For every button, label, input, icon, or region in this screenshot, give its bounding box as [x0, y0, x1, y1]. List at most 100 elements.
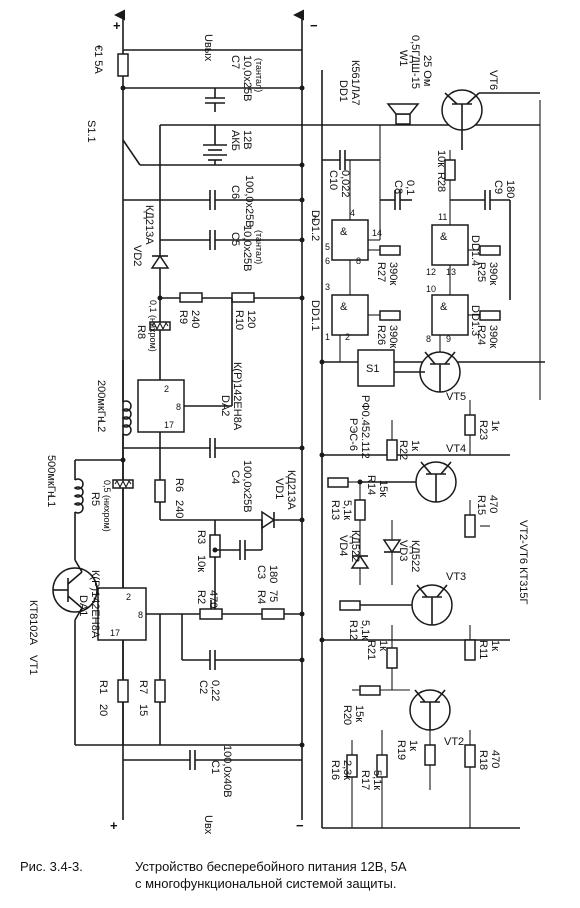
r2-ref: R2	[195, 590, 207, 604]
resistor-r28: R28 10к	[435, 150, 456, 192]
da2-value: К(Р)142ЕН8А	[231, 362, 243, 431]
vt5-ref: VT5	[446, 391, 466, 403]
vd1-ref: VD1	[273, 478, 285, 499]
resistor-r15: R15 470	[464, 495, 499, 538]
vt2-ref: VT2	[444, 736, 464, 748]
speaker-w1: W1 0,5ГДШ-15 25 Ом	[386, 35, 433, 125]
vt4-ref: VT4	[446, 443, 466, 455]
c5-value: 10,0x25B	[241, 225, 253, 271]
battery-value: 12B	[241, 130, 253, 150]
r6-value: 240	[173, 500, 185, 518]
vd3-ref: VD3	[397, 540, 409, 561]
c8-value: 0,1	[404, 180, 416, 195]
da2-ref: DA2	[219, 395, 231, 416]
r1-value: 20	[97, 704, 109, 716]
relay-code: РФ0.452.112	[359, 395, 371, 459]
resistor-r26: R26 390к	[368, 310, 401, 348]
r28-value: 10к	[435, 150, 447, 167]
transistor-vt6: VT6	[441, 70, 540, 150]
resistor-r14: R14 15к	[354, 475, 389, 521]
resistor-r23: R23 1к	[464, 400, 501, 455]
resistor-r19: R19 1к	[395, 730, 436, 790]
resistor-r3: R3 10к	[195, 520, 221, 610]
dd1-2-ref: DD1.2	[309, 210, 321, 241]
r23-value: 1к	[489, 420, 501, 431]
r14-ref: R14	[365, 475, 377, 495]
junction-dots	[120, 85, 363, 748]
vt3-ref: VT3	[446, 571, 466, 583]
c5-note: (тантал)	[254, 230, 264, 264]
c7-note: (тантал)	[254, 58, 264, 92]
w1-value: 0,5ГДШ-15	[409, 35, 421, 89]
vd4-ref: VD4	[337, 535, 349, 556]
r12-ref: R12	[347, 620, 359, 640]
relay-s1: S1	[357, 349, 395, 387]
l1-ref: L1	[45, 495, 57, 507]
capacitor-c7: C7 10,0x25B (тантал)	[205, 55, 264, 112]
resistor-r20: R20 15к	[341, 685, 410, 725]
da1-value: К(Р)142ЕН8А	[89, 570, 101, 639]
r27-ref: R27	[375, 262, 387, 282]
r5-value: 0,5 (нихром)	[102, 480, 112, 532]
c6-ref: C6	[229, 185, 241, 199]
capacitor-c3: C3 180	[215, 520, 279, 583]
diode-vd1: VD1 КД213А	[160, 470, 302, 530]
transistor-vt5: VT5	[394, 351, 466, 403]
resistor-r8: R8 0,1 (нихром)	[135, 300, 171, 360]
resistor-r1: R1 20	[74, 620, 302, 746]
vd2-ref: VD2	[131, 245, 143, 266]
battery-ref: АКБ	[229, 130, 241, 151]
capacitor-c6: C6 100,0x25B	[123, 175, 302, 228]
svg-text:4: 4	[350, 208, 355, 218]
r7-value: 15	[137, 704, 149, 716]
resistor-r5: R5 0,5 (нихром)	[89, 460, 134, 560]
r1-ref: R1	[97, 680, 109, 694]
resistor-r11: R11 1к	[464, 625, 501, 661]
r7-ref: R7	[137, 680, 149, 694]
diode-vd2: VD2 КД213А	[131, 125, 170, 310]
r9-ref: R9	[177, 310, 189, 324]
da1-ref: DA1	[77, 595, 89, 616]
r23-ref: R23	[477, 420, 489, 440]
resistor-r22: R22 1к	[386, 420, 421, 461]
capacitor-c8: C8 0,1	[380, 180, 416, 210]
r11-ref: R11	[477, 640, 489, 659]
r8-ref: R8	[135, 325, 147, 339]
r3-value: 10к	[195, 555, 207, 572]
gate-dd1-2: & DD1.2 4 5 6 8 7	[309, 208, 369, 266]
c4-value: 100,0x25B	[241, 460, 253, 513]
r12-value: 5,1к	[359, 620, 371, 640]
r9-value: 240	[189, 310, 201, 328]
svg-text:3: 3	[325, 282, 330, 292]
da1-pin-gnd: 8	[138, 610, 143, 620]
dd1-3-ref: DD1.3	[469, 305, 481, 336]
resistor-r24: R24 390к	[468, 310, 501, 348]
r17-ref: R17	[359, 770, 371, 790]
capacitor-c4: C4 100,0x25B	[123, 438, 302, 513]
svg-text:7: 7	[312, 214, 317, 224]
r20-ref: R20	[341, 705, 353, 725]
c2-value: 0,22	[209, 680, 221, 701]
c7-value: 10,0x25B	[241, 55, 253, 101]
transistor-note: VT2-VT6 КТ315Г	[517, 520, 529, 605]
svg-text:8: 8	[426, 334, 431, 344]
r27-value: 390к	[387, 262, 399, 285]
r24-ref: R24	[475, 325, 487, 345]
r18-ref: R18	[477, 750, 489, 770]
r6-ref: R6	[173, 478, 185, 492]
resistor-r17: R17 5,1к	[359, 730, 388, 828]
r15-value: 470	[487, 495, 499, 513]
vt6-ref: VT6	[487, 70, 499, 90]
out-minus-sign: −	[310, 18, 318, 33]
r26-value: 390к	[387, 325, 399, 348]
gate-dd1-1: & DD1.1 1 2 3	[309, 282, 369, 342]
r10-ref: R10	[233, 310, 245, 330]
r28-ref: R28	[435, 172, 447, 192]
vd1-value: КД213А	[285, 470, 297, 510]
dd1-value: К561ЛА7	[349, 60, 361, 105]
r21-ref: R21	[365, 640, 377, 660]
resistor-r13: R13 5,1к	[327, 477, 360, 520]
c4-ref: C4	[229, 470, 241, 484]
resistor-r21: R21 1к	[365, 625, 398, 690]
resistor-r4: R4 75	[255, 590, 302, 620]
